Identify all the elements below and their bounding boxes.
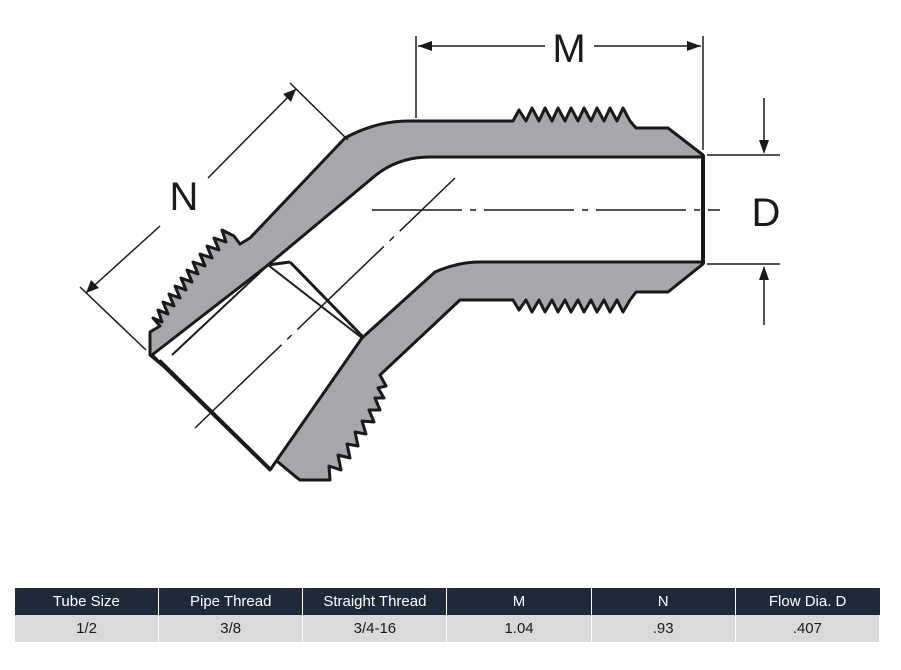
d-arrow-top xyxy=(759,140,769,154)
header-straight-thread: Straight Thread xyxy=(302,588,448,615)
header-m: M xyxy=(446,588,592,615)
socket-shoulder-edge xyxy=(288,260,366,340)
d-label: D xyxy=(752,191,781,235)
m-arrow-left xyxy=(418,41,432,51)
header-pipe-thread: Pipe Thread xyxy=(158,588,304,615)
cell-tube-size: 1/2 xyxy=(13,615,160,643)
header-tube-size: Tube Size xyxy=(14,588,160,615)
cell-m: 1.04 xyxy=(446,615,592,643)
n-arrow-bottom xyxy=(86,280,99,293)
header-n: N xyxy=(591,588,736,615)
dimensions-table: Tube Size Pipe Thread Straight Thread M … xyxy=(13,588,881,643)
cell-n: .93 xyxy=(590,615,736,643)
n-arrow-top xyxy=(283,89,296,102)
fitting-diagram: M N D xyxy=(79,27,781,482)
table-row: 1/2 3/8 3/4-16 1.04 .93 .407 xyxy=(13,615,881,643)
d-arrow-bottom xyxy=(759,266,769,280)
angled-centerline xyxy=(194,177,456,429)
n-extension-top xyxy=(289,82,349,141)
socket-shoulder-top xyxy=(267,260,291,267)
m-arrow-right xyxy=(687,41,701,51)
table-header-row: Tube Size Pipe Thread Straight Thread M … xyxy=(14,588,880,615)
socket-chamfer-line xyxy=(159,359,273,471)
n-dimension-line-top xyxy=(207,88,297,179)
m-label: M xyxy=(552,27,585,71)
n-extension-bottom xyxy=(79,286,147,351)
cell-straight-thread: 3/4-16 xyxy=(302,615,448,643)
socket-inner-edge xyxy=(267,264,363,339)
n-label: N xyxy=(170,175,199,219)
cell-flow-dia: .407 xyxy=(734,615,881,643)
header-flow-dia: Flow Dia. D xyxy=(735,588,880,615)
n-dimension-line-bottom xyxy=(85,225,161,294)
socket-face-line xyxy=(171,264,269,356)
cell-pipe-thread: 3/8 xyxy=(158,615,304,643)
